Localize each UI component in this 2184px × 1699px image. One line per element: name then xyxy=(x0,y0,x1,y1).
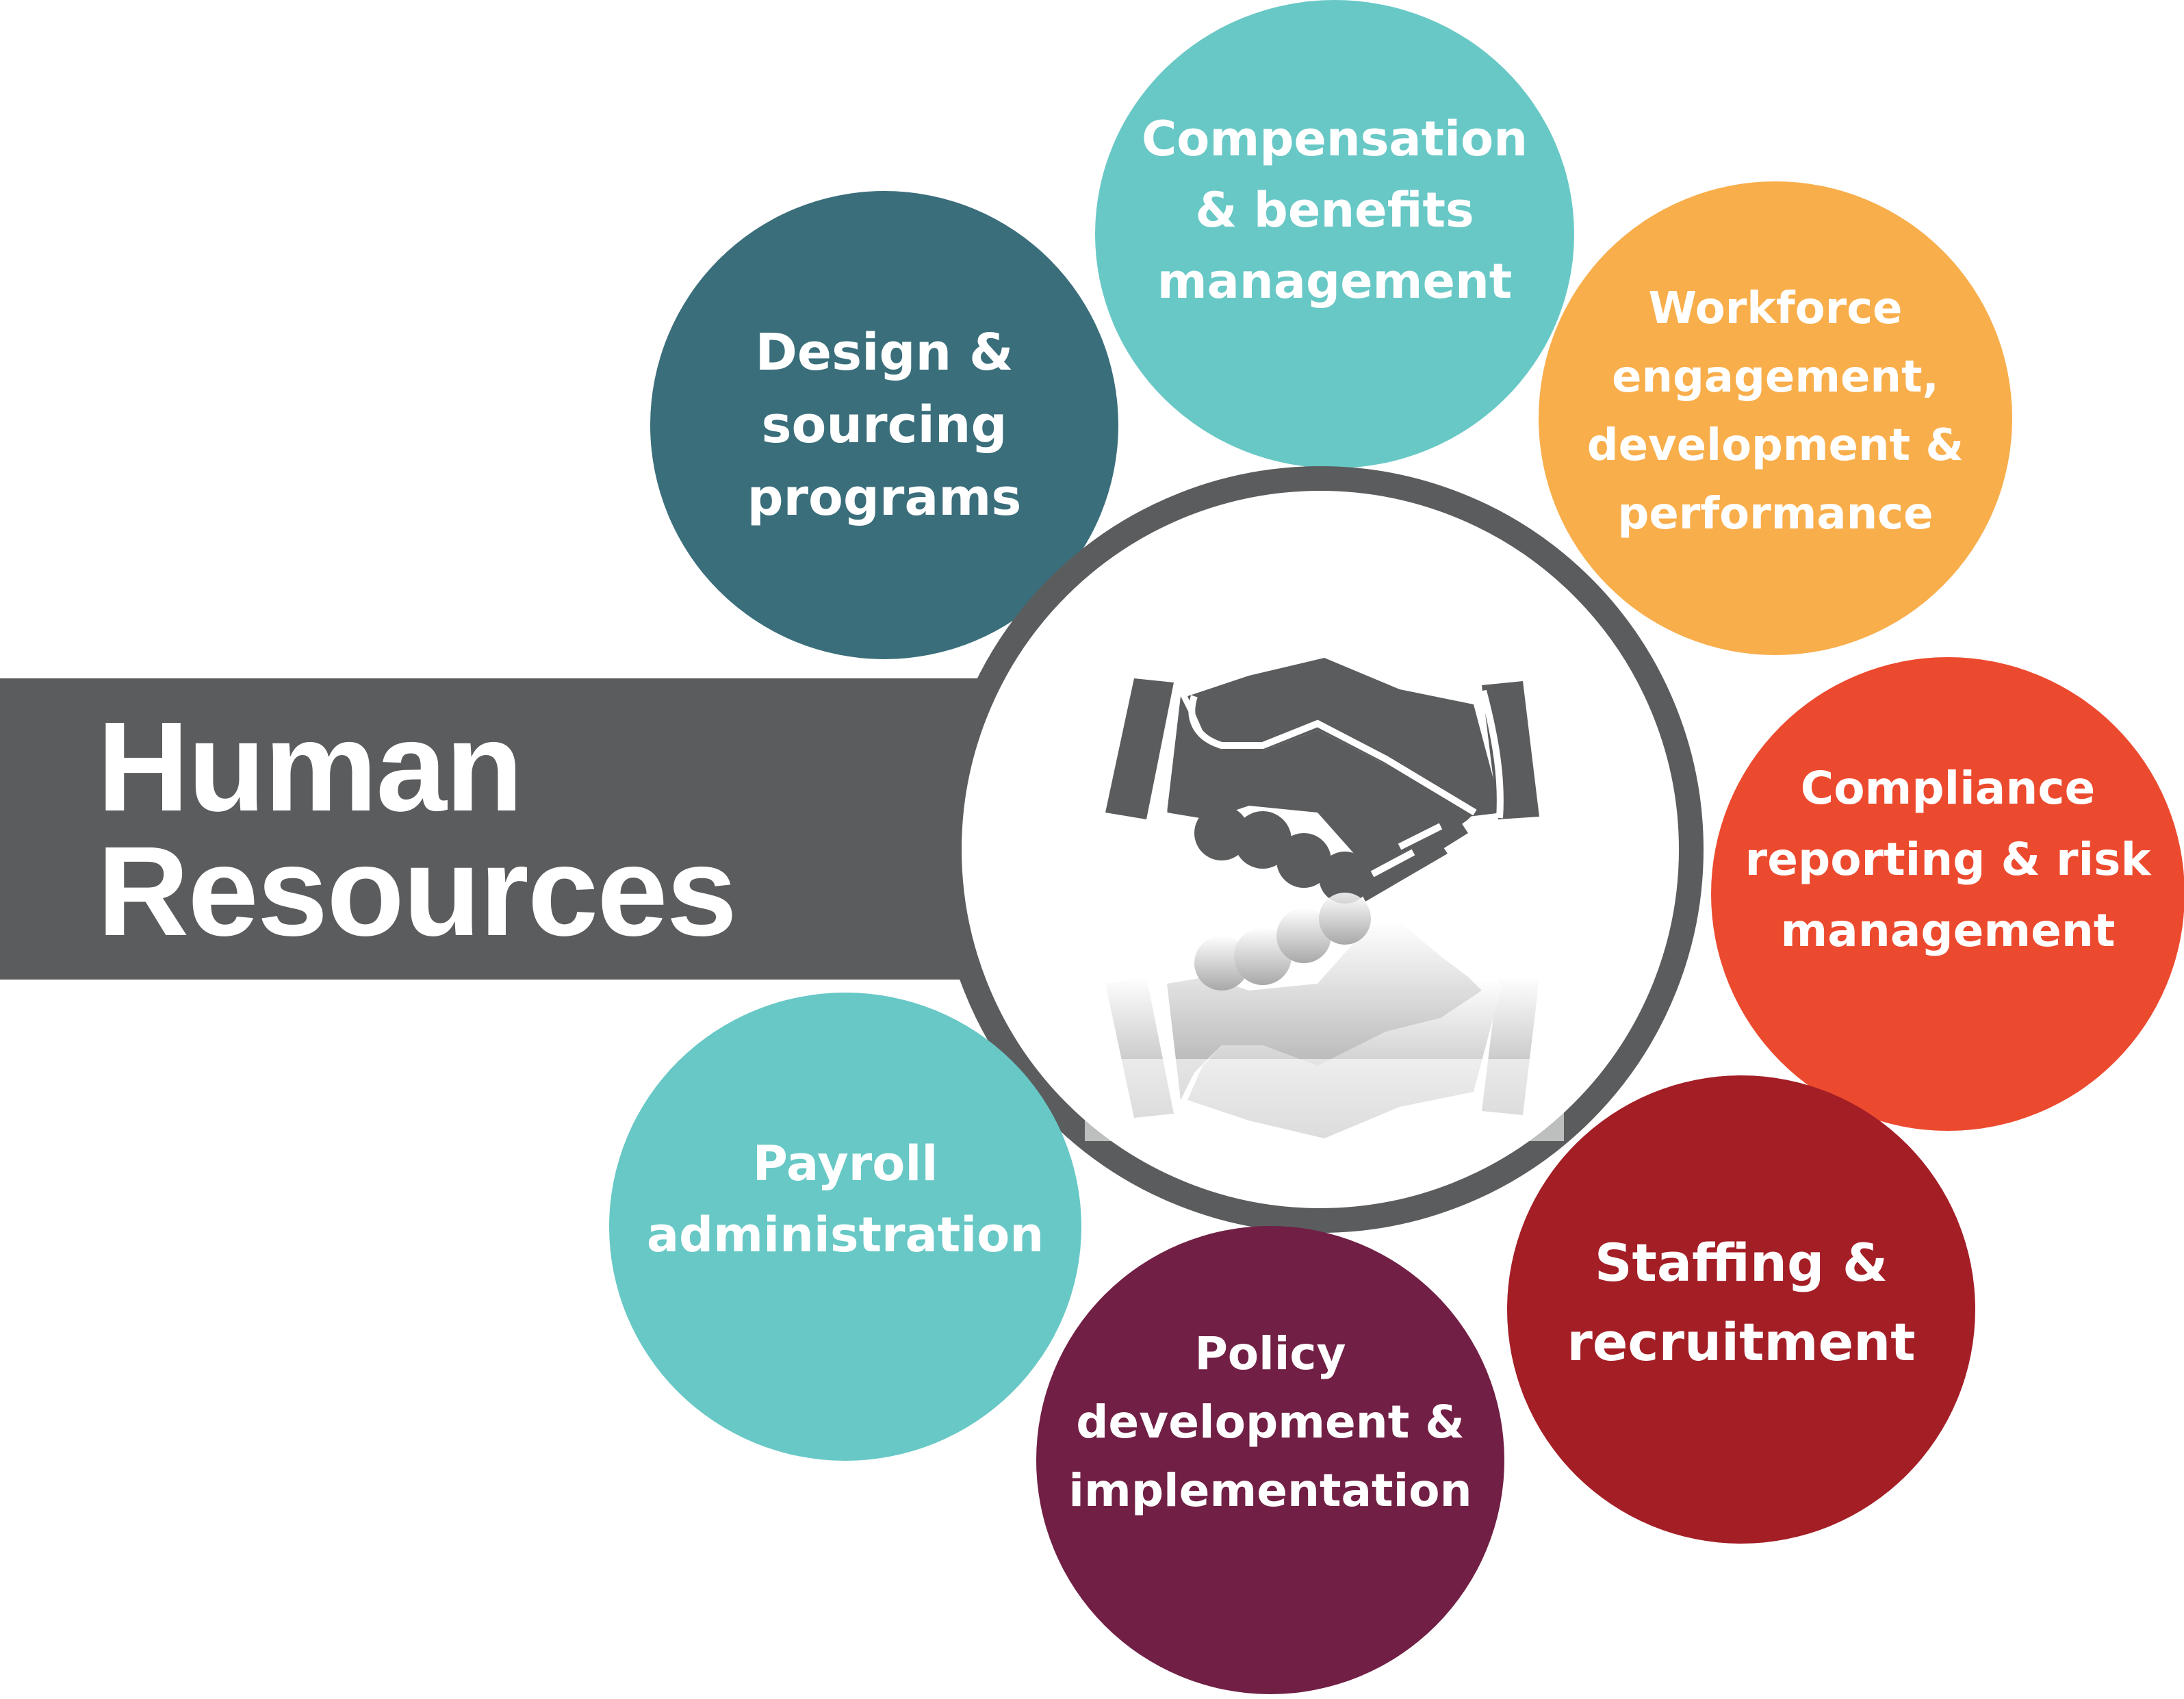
title-line-1: Human xyxy=(97,696,523,838)
title-line-2: Resources xyxy=(97,821,737,962)
bubble-line: implementation xyxy=(1068,1464,1472,1517)
bubble-line: Payroll xyxy=(752,1136,938,1192)
bubble-line: Compensation xyxy=(1141,111,1528,167)
bubble-design-sourcing: Design & sourcing programs xyxy=(650,191,1118,659)
bubble-line: development & xyxy=(1586,420,1964,471)
bubble-line: reporting & risk xyxy=(1745,833,2151,886)
bubble-line: recruitment xyxy=(1567,1312,1916,1372)
bubble-line: development & xyxy=(1076,1396,1465,1448)
bubble-line: sourcing xyxy=(761,396,1007,455)
bubble-line: engagement, xyxy=(1612,352,1939,403)
bubble-compliance-risk: Compliance reporting & risk management xyxy=(1711,657,2184,1131)
bubble-line: Policy xyxy=(1194,1327,1346,1380)
bubble-staffing-recruitment: Staffing & recruitment xyxy=(1507,1075,1975,1544)
bubble-line: management xyxy=(1157,253,1513,309)
bubble-payroll-administration: Payroll administration xyxy=(609,993,1081,1461)
bubble-line: administration xyxy=(646,1207,1044,1263)
bubble-line: Workforce xyxy=(1648,283,1903,334)
bubble-line: management xyxy=(1780,904,2116,957)
bubble-line: & benefits xyxy=(1195,182,1474,238)
handshake-icon xyxy=(1085,658,1564,1141)
bubble-line: Design & xyxy=(755,323,1014,382)
title-bar xyxy=(0,678,1027,980)
bubble-line: programs xyxy=(747,468,1022,527)
bubble-workforce-engagement: Workforce engagement, development & perf… xyxy=(1539,181,2012,655)
bubble-policy-development: Policy development & implementation xyxy=(1036,1226,1504,1694)
bubble-compensation-benefits: Compensation & benefits management xyxy=(1095,0,1574,468)
bubble-line: Compliance xyxy=(1800,762,2096,815)
bubble-line: performance xyxy=(1617,489,1934,539)
bubble-line: Staffing & xyxy=(1594,1232,1888,1293)
diagram-title: Human Resources xyxy=(97,696,737,962)
